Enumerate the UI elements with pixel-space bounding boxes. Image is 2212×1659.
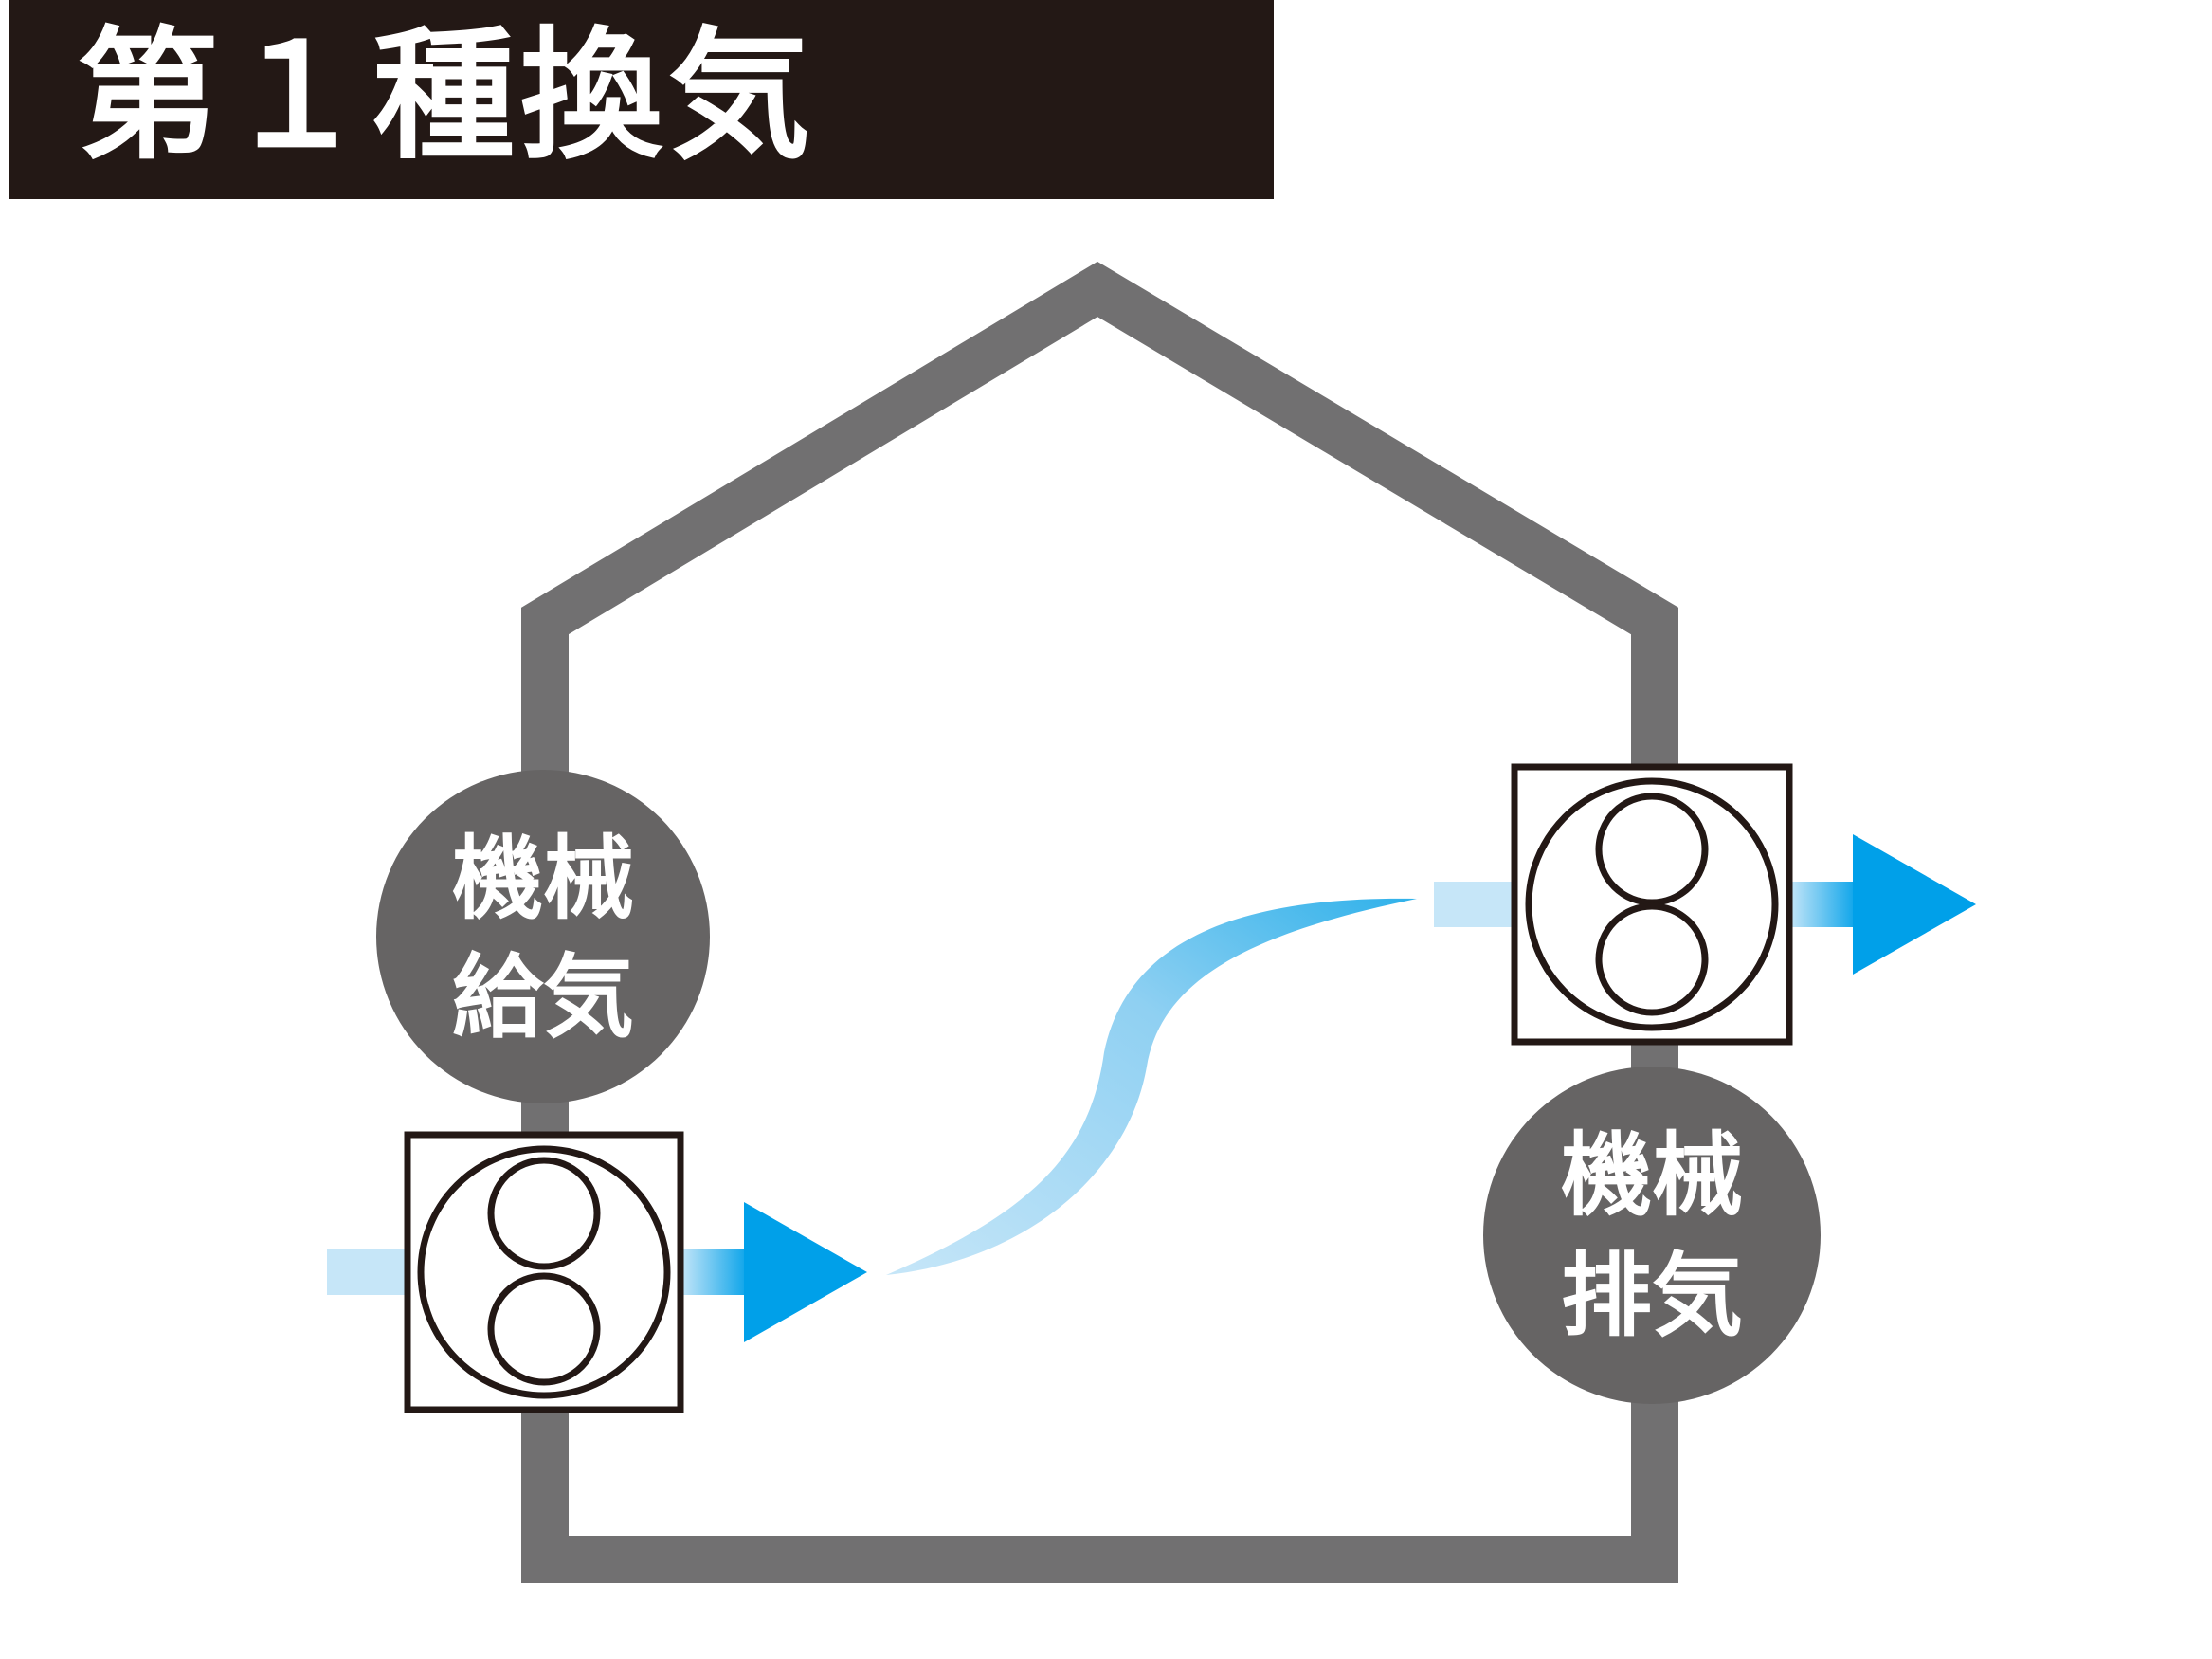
supply-fan-icon [404,1131,684,1413]
mechanical-supply-badge: 機械 給気 [376,770,710,1103]
exhaust-inlet-stream [1434,882,1514,927]
exhaust-badge-line2: 排気 [1561,1243,1743,1349]
mechanical-exhaust-badge: 機械 排気 [1483,1066,1821,1404]
page-title: 第１種換気 [77,14,817,179]
supply-arrow-icon [680,1202,867,1342]
exhaust-arrow-icon [1789,834,1976,975]
exhaust-fan-icon [1511,763,1793,1046]
exhaust-badge-line1: 機械 [1561,1122,1743,1229]
supply-badge-line1: 機械 [452,826,634,932]
supply-inlet-stream [327,1249,408,1295]
supply-badge-line2: 給気 [452,944,634,1050]
title-banner: 第１種換気 [9,0,1274,199]
indoor-airflow-curve [886,898,1417,1275]
